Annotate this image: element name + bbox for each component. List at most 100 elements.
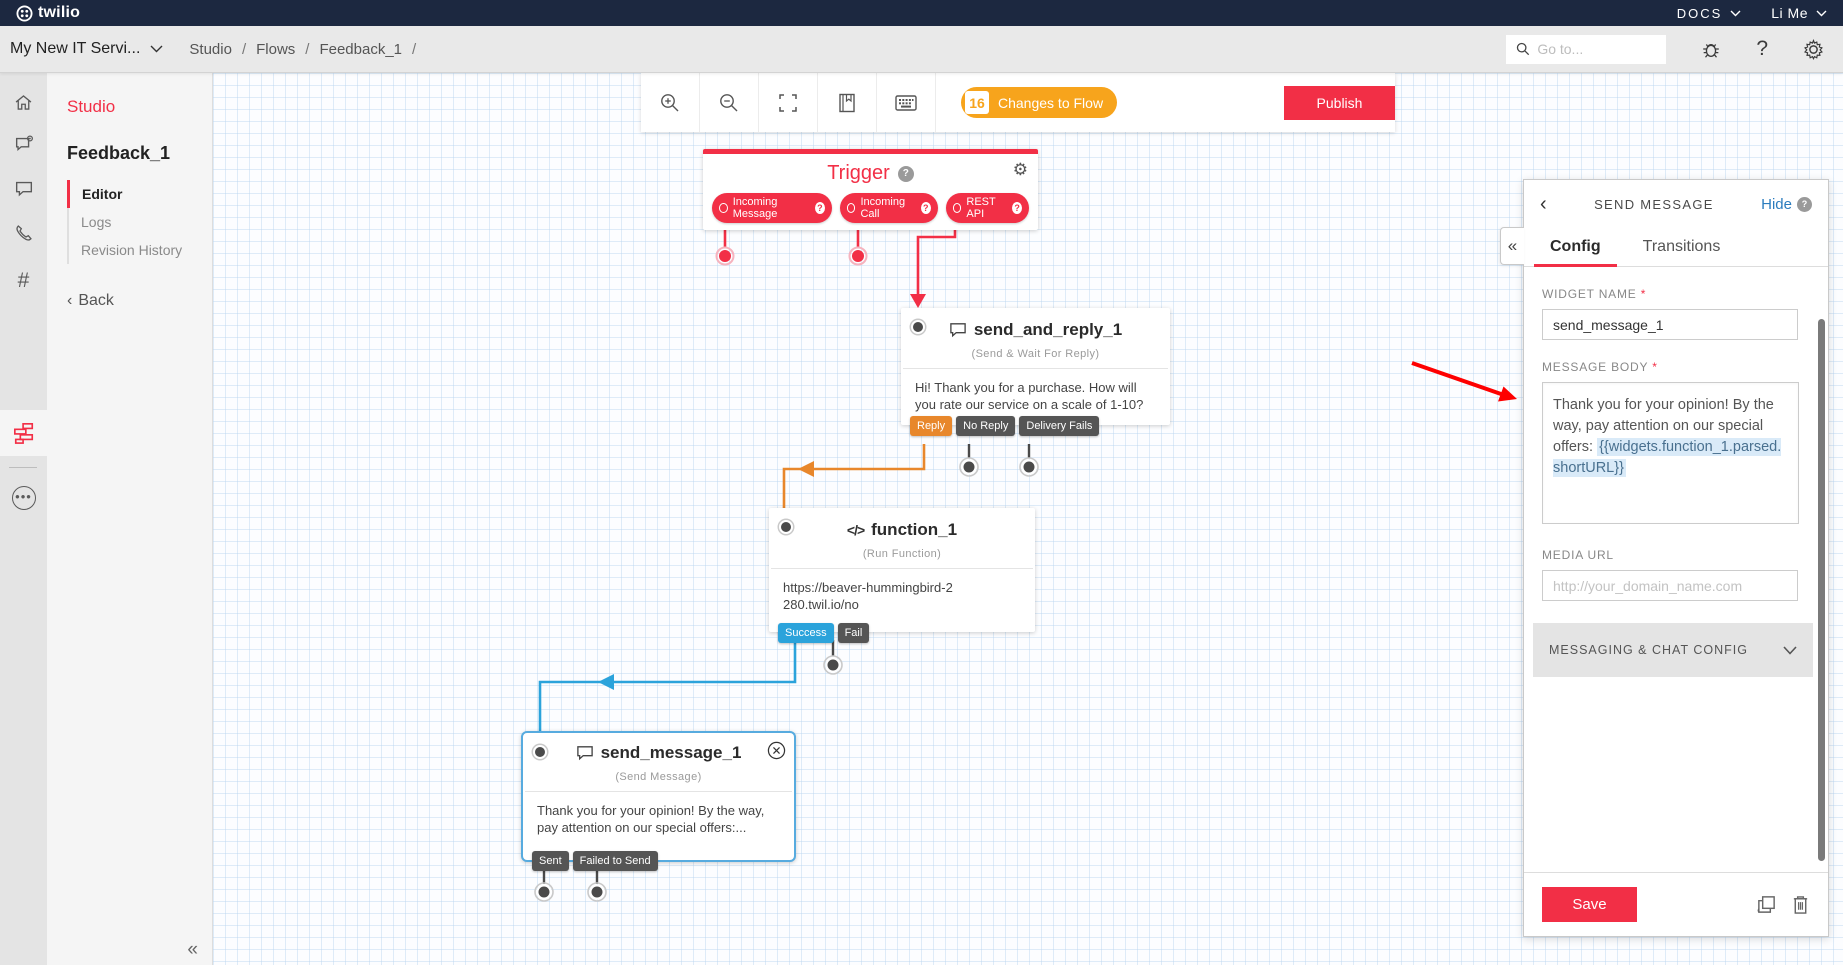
- debugger-bug-icon[interactable]: [1700, 38, 1722, 60]
- trigger-widget[interactable]: ⚙ Trigger ? Incoming Message ? Incoming …: [703, 149, 1038, 230]
- help-icon: ?: [1012, 202, 1023, 214]
- breadcrumb-feedback[interactable]: Feedback_1: [319, 40, 403, 58]
- product-icon-rail: # •••: [0, 73, 47, 965]
- breadcrumb: Studio / Flows / Feedback_1 /: [189, 41, 416, 58]
- zoom-in-button[interactable]: [641, 73, 700, 132]
- trigger-title: Trigger: [827, 162, 890, 184]
- output-pill-failed-to-send[interactable]: Failed to Send: [572, 851, 658, 871]
- collapse-panel-icon[interactable]: «: [187, 939, 198, 960]
- sidebar-item-voice[interactable]: [0, 210, 47, 256]
- hide-link[interactable]: Hide ?: [1761, 196, 1812, 213]
- top-nav-bar: twilio DOCS Li Me: [0, 0, 1843, 26]
- studio-flow-icon: [13, 423, 33, 444]
- docs-menu[interactable]: DOCS: [1677, 6, 1742, 21]
- messaging-chat-config-section[interactable]: MESSAGING & CHAT CONFIG: [1533, 623, 1813, 677]
- back-link[interactable]: ‹ Back: [67, 292, 212, 310]
- user-menu[interactable]: Li Me: [1771, 5, 1827, 21]
- media-url-label: MEDIA URL: [1542, 548, 1810, 562]
- tab-config[interactable]: Config: [1534, 230, 1617, 267]
- breadcrumb-bar: My New IT Servi... Studio / Flows / Feed…: [0, 26, 1843, 73]
- changes-count-badge: 16: [965, 91, 989, 114]
- delete-widget-trash-icon[interactable]: [1791, 894, 1810, 915]
- save-button[interactable]: Save: [1542, 887, 1637, 922]
- panel-footer: Save: [1524, 872, 1828, 936]
- widget-title: send_and_reply_1: [973, 320, 1123, 339]
- message-body-textarea[interactable]: Thank you for your opinion! By the way, …: [1542, 382, 1799, 524]
- input-port[interactable]: [911, 320, 925, 334]
- changes-to-flow-pill[interactable]: 16 Changes to Flow: [961, 87, 1118, 118]
- sidebar-item-messaging[interactable]: [0, 165, 47, 211]
- trigger-pill-incoming-message[interactable]: Incoming Message ?: [712, 193, 832, 223]
- widget-library-button[interactable]: [818, 73, 877, 132]
- publish-button[interactable]: Publish: [1284, 85, 1395, 120]
- zoom-out-button[interactable]: [700, 73, 759, 132]
- menu-item-revision-history[interactable]: Revision History: [81, 242, 183, 258]
- settings-gear-icon[interactable]: [1802, 38, 1825, 61]
- goto-input[interactable]: [1537, 41, 1648, 57]
- widget-body-text: https://beaver-hummingbird-2280.twil.io/…: [783, 580, 953, 612]
- breadcrumb-separator: /: [241, 40, 247, 58]
- keyboard-shortcuts-button[interactable]: [877, 73, 936, 132]
- tab-transitions[interactable]: Transitions: [1642, 238, 1721, 255]
- panel-title: Studio: [67, 97, 116, 116]
- menu-item-logs[interactable]: Logs: [81, 214, 112, 230]
- help-icon: ?: [920, 202, 931, 214]
- fit-to-screen-button[interactable]: [759, 73, 818, 132]
- help-icon[interactable]: ?: [1756, 37, 1768, 60]
- breadcrumb-studio[interactable]: Studio: [189, 40, 232, 58]
- home-icon: [15, 94, 32, 110]
- menu-item-editor[interactable]: Editor: [67, 180, 212, 208]
- phone-icon: [16, 224, 32, 241]
- breadcrumb-separator: /: [305, 40, 310, 58]
- output-pill-no-reply[interactable]: No Reply: [956, 416, 1016, 436]
- trigger-pill-rest-api[interactable]: REST API ?: [945, 193, 1029, 223]
- sidebar-item-monitor[interactable]: [0, 121, 47, 167]
- output-pill-delivery-fails[interactable]: Delivery Fails: [1019, 416, 1100, 436]
- widget-send-and-reply-1[interactable]: send_and_reply_1 (Send & Wait For Reply)…: [901, 308, 1170, 436]
- output-pill-sent[interactable]: Sent: [532, 851, 569, 871]
- widget-name-input[interactable]: [1542, 309, 1798, 340]
- flow-menu: Editor Logs Revision History: [67, 180, 212, 264]
- input-port[interactable]: [779, 520, 793, 534]
- sidebar-item-more[interactable]: •••: [0, 475, 47, 521]
- hide-label: Hide: [1761, 195, 1792, 213]
- user-label: Li Me: [1771, 5, 1808, 21]
- output-pill-success[interactable]: Success: [778, 623, 834, 643]
- twilio-logo[interactable]: twilio: [16, 4, 80, 22]
- panel-collapse-tab[interactable]: «: [1500, 227, 1524, 265]
- label-text: WIDGET NAME: [1542, 287, 1637, 301]
- widget-send-message-1[interactable]: send_message_1 (Send Message) Thank you …: [521, 731, 796, 871]
- connector-port-icon: [952, 203, 962, 213]
- pill-label: Incoming Call: [860, 196, 906, 220]
- widget-type: (Run Function): [771, 542, 1033, 569]
- hash-icon: #: [17, 269, 30, 292]
- help-icon[interactable]: ?: [897, 165, 914, 182]
- duplicate-widget-icon[interactable]: [1756, 894, 1777, 915]
- search-icon: [1517, 42, 1530, 56]
- input-port[interactable]: [533, 745, 547, 759]
- sidebar-item-home[interactable]: [0, 79, 47, 125]
- trigger-settings-gear-icon[interactable]: ⚙: [1012, 160, 1028, 179]
- widget-body-text: Thank you for your opinion! By the way, …: [537, 803, 765, 835]
- media-url-input[interactable]: [1542, 570, 1798, 601]
- output-pill-reply[interactable]: Reply: [910, 416, 953, 436]
- widget-body-text: Hi! Thank you for a purchase. How will y…: [915, 380, 1144, 412]
- goto-search[interactable]: [1506, 34, 1667, 64]
- sidebar-item-studio[interactable]: [0, 410, 47, 456]
- panel-scrollbar[interactable]: [1818, 319, 1825, 861]
- chevron-down-icon: [150, 45, 163, 53]
- message-body-text: Thank you for your opinion! By the way, …: [1553, 397, 1774, 455]
- connector-port-icon: [846, 203, 856, 213]
- widget-function-1[interactable]: </> function_1 (Run Function) https://be…: [769, 508, 1035, 643]
- zoom-out-icon: [720, 93, 738, 111]
- pill-label: Incoming Message: [732, 196, 778, 220]
- trigger-pill-incoming-call[interactable]: Incoming Call ?: [839, 193, 938, 223]
- output-pill-fail[interactable]: Fail: [837, 623, 870, 643]
- panel-back-chevron[interactable]: ‹: [1540, 193, 1547, 215]
- project-selector[interactable]: My New IT Servi...: [10, 40, 163, 58]
- docs-label: DOCS: [1676, 5, 1723, 21]
- sidebar-item-phone-numbers[interactable]: #: [0, 258, 47, 304]
- close-icon[interactable]: [767, 741, 786, 760]
- breadcrumb-flows[interactable]: Flows: [256, 40, 296, 58]
